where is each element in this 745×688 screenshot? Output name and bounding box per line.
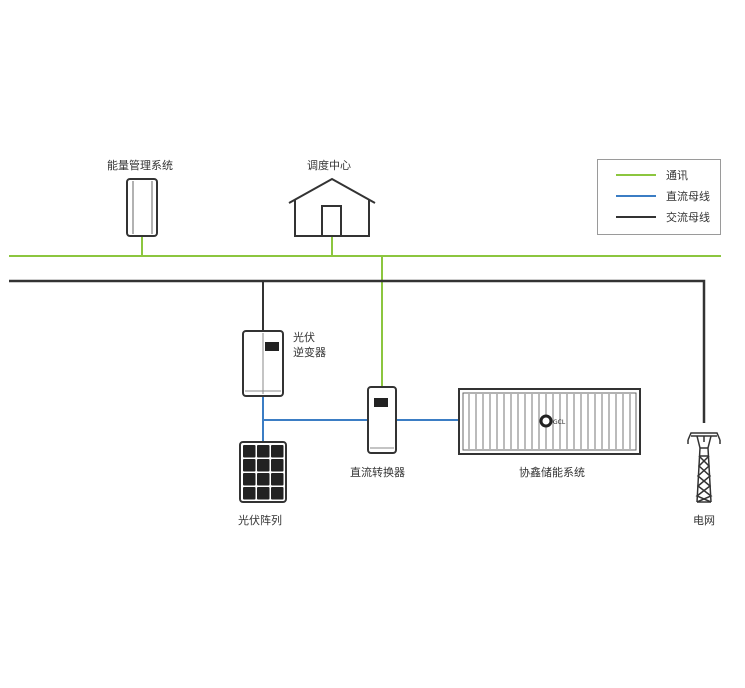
solar-cell (243, 445, 256, 458)
legend-item-communication: 通讯 (616, 168, 688, 182)
inverter-icon (242, 330, 284, 397)
house-icon (288, 177, 376, 237)
ems-cabinet-icon (126, 178, 158, 237)
legend-item-ac-bus: 交流母线 (616, 210, 710, 224)
ac-bus (9, 279, 706, 423)
legend-label-communication: 通讯 (666, 169, 688, 182)
legend: 通讯 直流母线 交流母线 (597, 159, 721, 235)
solar-cell (257, 473, 270, 486)
legend-label-ac-bus: 交流母线 (666, 211, 710, 224)
solar-cell (243, 473, 256, 486)
ems-label: 能量管理系统 (107, 159, 173, 172)
solar-cell (243, 487, 256, 500)
power-tower-icon (687, 432, 721, 503)
gcl-logo-text: GCL (553, 419, 566, 426)
solar-cell (243, 459, 256, 472)
legend-swatch-ac-bus (616, 216, 656, 218)
solar-cell (271, 473, 284, 486)
dc-converter-label: 直流转换器 (350, 466, 405, 479)
gcl-logo-icon: GCL (539, 414, 566, 428)
legend-label-dc-bus: 直流母线 (666, 190, 710, 203)
pv-inverter-label-line1: 光伏 (293, 331, 315, 344)
solar-cell (257, 487, 270, 500)
dispatch-center-label: 调度中心 (307, 159, 351, 172)
solar-cell (271, 445, 284, 458)
solar-cell (257, 445, 270, 458)
solar-cell (271, 487, 284, 500)
solar-cell (271, 459, 284, 472)
legend-swatch-dc-bus (616, 195, 656, 197)
pv-inverter-label-line2: 逆变器 (293, 346, 326, 359)
dc-converter-icon (367, 386, 397, 454)
legend-item-dc-bus: 直流母线 (616, 189, 710, 203)
legend-swatch-communication (616, 174, 656, 176)
pv-array-label: 光伏阵列 (238, 514, 282, 527)
grid-label: 电网 (693, 514, 715, 527)
solar-panel-icon (239, 441, 287, 503)
solar-cell (257, 459, 270, 472)
storage-system-label: 协鑫储能系统 (519, 466, 585, 479)
